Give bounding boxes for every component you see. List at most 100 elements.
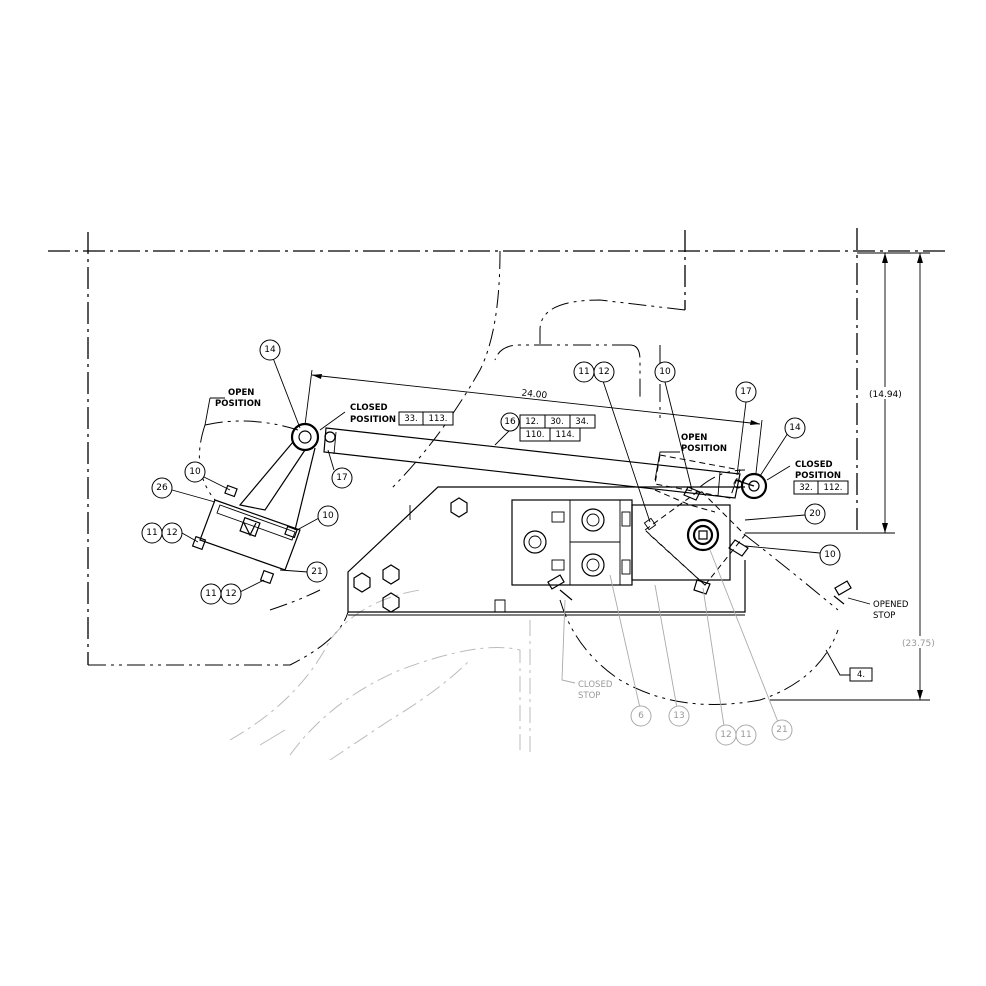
closed-right-ref-b: 112.	[824, 483, 843, 493]
swing-arc-bottom	[559, 599, 839, 705]
balloon-text: 10	[322, 511, 334, 521]
dim2375-text-bg	[900, 636, 940, 648]
leader-11-12-left	[181, 532, 199, 543]
balloon-text: 21	[311, 567, 322, 577]
balloon-circle	[259, 339, 281, 361]
balloon-14-right: 14	[759, 417, 806, 477]
closed-position-right-note: CLOSED POSITION 32. 112.	[766, 460, 849, 495]
balloon-circle	[804, 503, 826, 525]
balloon-text: 6	[638, 711, 644, 721]
closed-left-ref-box-b	[422, 411, 454, 426]
balloon-circle-12	[161, 522, 183, 544]
hex-bolt-2	[382, 564, 400, 585]
closed-stop-leader	[561, 599, 576, 684]
balloon-text-11: 11	[578, 367, 589, 377]
port-upper	[581, 508, 605, 532]
right-pivot-inner	[748, 480, 760, 492]
bottom-left-phantom	[88, 611, 349, 666]
open-cylinder-detail	[654, 489, 716, 513]
dim2375-arrow-bottom	[917, 690, 923, 700]
leader-14-left	[272, 357, 301, 429]
balloon-circle	[771, 719, 793, 741]
leader-6	[609, 574, 641, 709]
faint-phantom-e	[259, 729, 286, 746]
closed-left-ref-b: 113.	[429, 414, 448, 424]
open-cylinder-outline	[654, 454, 741, 499]
port-lower-inner	[586, 558, 600, 572]
ref16-text-2: 30.	[550, 417, 564, 427]
balloon-text: 20	[809, 509, 821, 519]
balloon-text-11: 11	[740, 730, 751, 740]
closed-right-label-1: CLOSED	[795, 460, 833, 470]
closed-position-left-note: CLOSED POSITION 33. 113.	[319, 403, 454, 431]
dim-14-94-text: (14.94)	[869, 390, 902, 400]
leader-26	[171, 489, 216, 503]
ref16-text-1: 12.	[525, 417, 539, 427]
dim1494-arrow-bottom	[882, 523, 888, 533]
fitting-3	[621, 511, 631, 527]
open-position-right-note: OPEN POSITION	[654, 433, 727, 481]
opened-stop	[833, 580, 852, 605]
balloon-text-12: 12	[225, 589, 236, 599]
leader-14-right	[759, 432, 789, 477]
open-arc-top	[204, 420, 299, 431]
balloon-text: 10	[189, 467, 201, 477]
leader-16	[494, 430, 510, 446]
dimension-14-94: (14.94)	[745, 252, 905, 534]
faint-phantom-c	[329, 659, 471, 761]
balloon-circle-12	[220, 583, 242, 605]
actuator-housing	[631, 504, 731, 581]
left-nut-b	[259, 569, 275, 585]
dimension-24: 24.00	[304, 369, 763, 474]
leader-10-left-bottom	[296, 517, 320, 531]
balloon-13: 13	[654, 584, 690, 727]
cylinder-end-cap	[333, 431, 337, 455]
cylinder-rod-end	[717, 471, 721, 497]
valve-body	[511, 486, 749, 595]
leader-13	[654, 584, 678, 709]
closed-left-leader	[319, 411, 346, 431]
open-right-label-1: OPEN	[681, 433, 707, 443]
left-pivot-assembly	[191, 422, 336, 585]
closed-left-ref-a: 33.	[404, 414, 418, 424]
closed-stop-shank	[559, 589, 573, 601]
flag4-leader	[825, 649, 850, 676]
leader-20	[744, 514, 806, 521]
swing-arc-right	[744, 534, 839, 611]
balloon-circle	[331, 467, 353, 489]
leader-10-right	[744, 545, 821, 554]
fitting-2	[551, 559, 565, 571]
closed-left-label-1: CLOSED	[350, 403, 388, 413]
dim24-ext-left	[304, 369, 313, 426]
leader-17-left	[327, 449, 335, 471]
pivot-square	[698, 530, 708, 540]
balloon-text: 16	[504, 417, 516, 427]
left-actuator-arrow	[243, 522, 257, 537]
leader-11-12-top	[602, 380, 651, 523]
balloon-text: 14	[264, 345, 276, 355]
item16-refs: 12. 30. 34. 110. 114.	[519, 414, 596, 442]
leader-21-left	[279, 569, 309, 573]
right-pivot-outer	[740, 472, 768, 500]
swing-arc-top	[699, 469, 746, 488]
balloon-circle-11	[735, 724, 757, 746]
hex-bolt-3	[353, 572, 371, 593]
nut-right	[728, 539, 749, 557]
open-arc-bottom	[269, 589, 321, 611]
balloon-text: 13	[673, 711, 684, 721]
leader-21-bottom	[709, 549, 779, 723]
left-nut-c	[224, 484, 238, 498]
dim1494-arrow-top	[882, 253, 888, 263]
balloon-10-left-bottom: 10	[296, 505, 339, 531]
base-bracket	[347, 486, 746, 616]
dim1494-text-bg	[865, 387, 905, 399]
balloon-circle	[317, 505, 339, 527]
balloon-circle	[784, 417, 806, 439]
opened-stop-bolt	[834, 580, 852, 596]
flag-4-note: 4.	[825, 649, 873, 682]
cylinder-body	[323, 427, 741, 499]
balloon-14-left: 14	[259, 339, 301, 429]
open-position-cylinder	[654, 454, 741, 513]
balloon-circle	[500, 412, 520, 432]
phantom-step-upper	[539, 299, 686, 345]
